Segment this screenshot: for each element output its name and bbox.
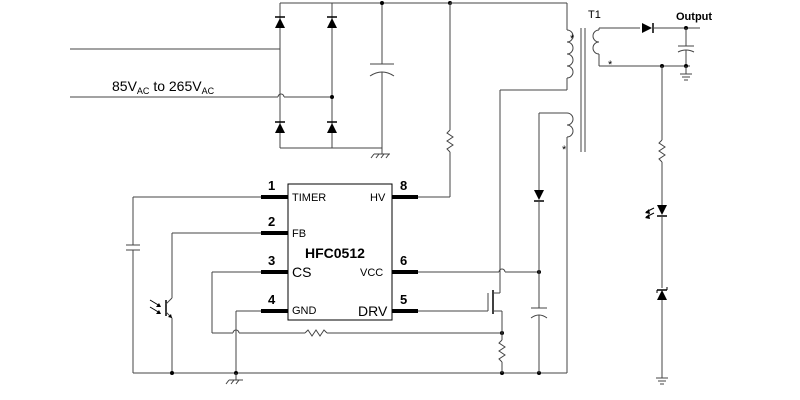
tl431-regulator: [656, 287, 668, 300]
pin-name-vcc: VCC: [360, 267, 383, 279]
ic-pin-4: 4 GND: [261, 292, 317, 317]
dot-secondary: *: [608, 59, 613, 71]
transformer-label: T1: [588, 9, 601, 21]
ac-input-lines: [70, 48, 330, 98]
bridge-diode-2: [327, 16, 337, 28]
timer-capacitor: [126, 196, 261, 373]
bridge-diode-4: [327, 121, 337, 133]
pin-name-fb: FB: [292, 228, 306, 240]
hv-resistor: [393, 1, 454, 198]
ic-pin-8: 8 HV: [370, 178, 418, 204]
bridge-rectifier: [275, 2, 450, 149]
ic-pin-5: 5 DRV: [358, 292, 418, 319]
pin-name-drv: DRV: [358, 303, 388, 319]
ground-symbol-primary: [370, 148, 390, 159]
ic-name: HFC0512: [305, 245, 365, 261]
pin-name-gnd: GND: [292, 305, 317, 317]
pin-number-5: 5: [400, 292, 407, 307]
output-rectifier: [642, 23, 700, 33]
dot-auxiliary: *: [562, 144, 567, 156]
output-capacitor: [677, 28, 695, 81]
vcc-wiring: [418, 113, 548, 373]
pin-number-6: 6: [400, 253, 407, 268]
bridge-diode-1: [275, 16, 285, 28]
input-voltage-label: 85VAC to 265VAC: [112, 78, 215, 96]
feedback-chain: [645, 64, 668, 385]
bulk-capacitor: [369, 1, 395, 148]
gnd-wiring: [133, 310, 567, 385]
mosfet-switch: [418, 90, 506, 373]
transformer-t1: [450, 2, 690, 373]
output-label: Output: [676, 11, 712, 23]
ic-pin-1: 1 TIMER: [261, 178, 326, 204]
pin-name-cs: CS: [292, 264, 311, 280]
pin-name-hv: HV: [370, 192, 386, 204]
bridge-diode-3: [275, 121, 285, 133]
pin-number-8: 8: [400, 178, 407, 193]
cs-wiring: [211, 271, 504, 337]
phototransistor: [149, 232, 261, 373]
ic-pin-2: 2 FB: [261, 214, 306, 240]
optocoupler-led: [645, 205, 667, 219]
pin-number-4: 4: [268, 292, 276, 307]
ic-pin-6: 6 VCC: [360, 253, 418, 279]
ic-hfc0512: HFC0512: [287, 183, 393, 321]
pin-number-1: 1: [268, 178, 275, 193]
pin-number-3: 3: [268, 253, 275, 268]
pin-name-timer: TIMER: [292, 192, 326, 204]
ic-pin-3: 3 CS: [261, 253, 311, 280]
dot-primary: *: [570, 33, 575, 45]
pin-number-2: 2: [268, 214, 275, 229]
